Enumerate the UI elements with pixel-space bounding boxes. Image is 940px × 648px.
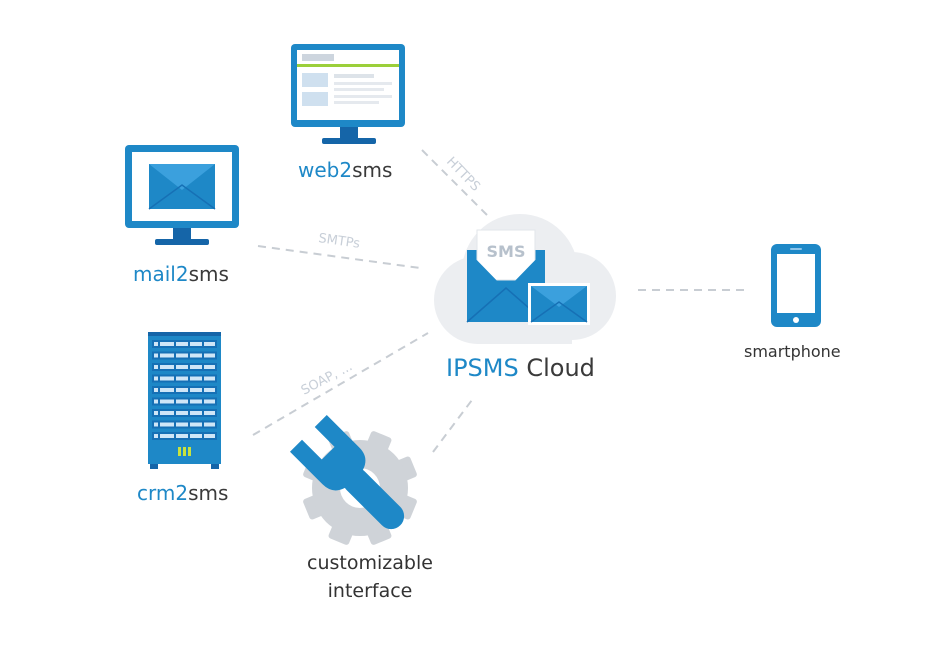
server-slot-light <box>160 353 174 358</box>
ipsms-cloud-label: IPSMS Cloud <box>446 354 595 382</box>
server-slot-light <box>204 353 215 358</box>
server-slot-light <box>160 411 174 415</box>
server-slots <box>152 340 217 440</box>
server-slot-light <box>176 434 188 438</box>
web-monitor-icon <box>291 44 405 144</box>
server-slot-light <box>190 399 202 404</box>
connector-web <box>421 149 488 216</box>
server-slot-light <box>190 411 202 415</box>
server-slot-light <box>160 365 174 369</box>
server-slot-light <box>204 422 215 427</box>
connector-mail <box>257 245 421 269</box>
ipsms-cloud-suffix: Cloud <box>518 354 595 382</box>
web2sms-prefix: web2 <box>298 158 353 182</box>
server-slot-light <box>154 411 158 415</box>
server-slot-light <box>204 342 215 346</box>
server-slot-light <box>160 376 174 381</box>
server-slot-light <box>204 399 215 404</box>
mail2sms-suffix: sms <box>188 262 229 286</box>
server-slot-light <box>154 422 158 427</box>
server-slot-light <box>190 422 202 427</box>
server-slot-light <box>176 342 188 346</box>
server-slot-light <box>154 399 158 404</box>
customizable-interface-label: customizable interface <box>296 549 444 605</box>
server-slot-light <box>176 376 188 381</box>
sms-badge-label: SMS <box>487 242 526 261</box>
server-slot-light <box>160 399 174 404</box>
ipsms-cloud-prefix: IPSMS <box>446 354 519 382</box>
server-slot-light <box>190 376 202 381</box>
server-slot-light <box>176 388 188 392</box>
crm2sms-suffix: sms <box>188 481 229 505</box>
smartphone-icon <box>771 244 821 327</box>
web2sms-suffix: sms <box>352 158 393 182</box>
server-slot-light <box>176 353 188 358</box>
server-slot-light <box>154 434 158 438</box>
server-slot-light <box>160 434 174 438</box>
server-slot-light <box>204 434 215 438</box>
server-slot-light <box>190 342 202 346</box>
server-slot-light <box>154 342 158 346</box>
server-slot-light <box>176 365 188 369</box>
server-slot-light <box>190 353 202 358</box>
connector-custom <box>432 395 476 453</box>
protocol-https-label: HTTPS <box>443 154 483 194</box>
server-slot-light <box>190 365 202 369</box>
server-slot-light <box>204 411 215 415</box>
mail2sms-prefix: mail2 <box>133 262 189 286</box>
server-slot-light <box>154 376 158 381</box>
protocol-smtps-label: SMTPs <box>317 231 361 252</box>
server-slot-light <box>190 434 202 438</box>
server-slot-light <box>154 365 158 369</box>
customizable-label-line2: interface <box>327 580 413 602</box>
server-slot-light <box>204 388 215 392</box>
smartphone-label: smartphone <box>744 342 841 361</box>
server-slot-light <box>204 376 215 381</box>
server-slot-light <box>160 342 174 346</box>
server-slot-light <box>154 388 158 392</box>
crm2sms-label: crm2sms <box>137 481 228 505</box>
mail2sms-label: mail2sms <box>133 262 229 286</box>
wrench-icon <box>289 414 405 530</box>
connectors <box>252 149 745 453</box>
server-slot-light <box>176 422 188 427</box>
mail-monitor-icon <box>125 145 239 245</box>
web2sms-label: web2sms <box>298 158 392 182</box>
server-status-leds <box>178 447 191 456</box>
connector-crm <box>252 332 429 436</box>
small-envelope-icon <box>528 283 590 325</box>
customizable-label-line1: customizable <box>307 552 433 574</box>
server-slot-light <box>190 388 202 392</box>
server-slot-light <box>160 422 174 427</box>
crm2sms-prefix: crm2 <box>137 481 189 505</box>
server-slot-light <box>176 411 188 415</box>
server-slot-light <box>176 399 188 404</box>
server-slot-light <box>154 353 158 358</box>
server-slot-light <box>160 388 174 392</box>
server-slot-light <box>204 365 215 369</box>
